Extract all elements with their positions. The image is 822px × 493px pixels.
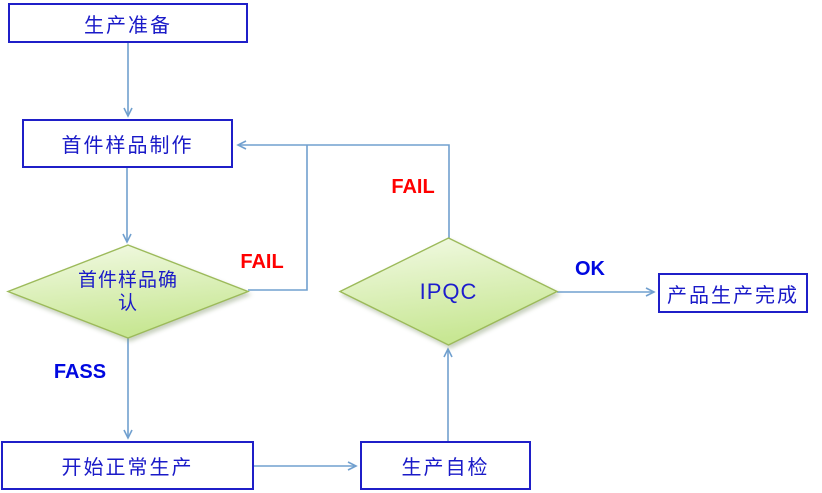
edge-label-ipqc-ok: OK — [575, 258, 605, 280]
diamond-label: IPQC — [419, 279, 478, 304]
node-ipqc: IPQC — [338, 237, 559, 346]
edge-label-first-sample-fail: FAIL — [240, 251, 284, 273]
node-production-self-check: 生产自检 — [360, 441, 531, 490]
edge-label-ipqc-fail: FAIL — [391, 176, 435, 198]
diamond-shape — [6, 244, 250, 339]
node-product-complete: 产品生产完成 — [658, 273, 808, 313]
edge-confirm-fail-loop — [248, 145, 308, 291]
edge-label-first-sample-pass: FASS — [53, 361, 107, 383]
node-first-sample-confirm: 首件样品确认 — [6, 244, 250, 339]
node-start-normal-production: 开始正常生产 — [1, 441, 254, 490]
node-first-sample-make: 首件样品制作 — [22, 119, 233, 168]
node-production-prep: 生产准备 — [8, 3, 248, 43]
diamond-label: 首件样品确认 — [77, 269, 178, 314]
diamond-shape — [338, 237, 559, 346]
edge-ipqc-fail-loop — [236, 140, 450, 238]
